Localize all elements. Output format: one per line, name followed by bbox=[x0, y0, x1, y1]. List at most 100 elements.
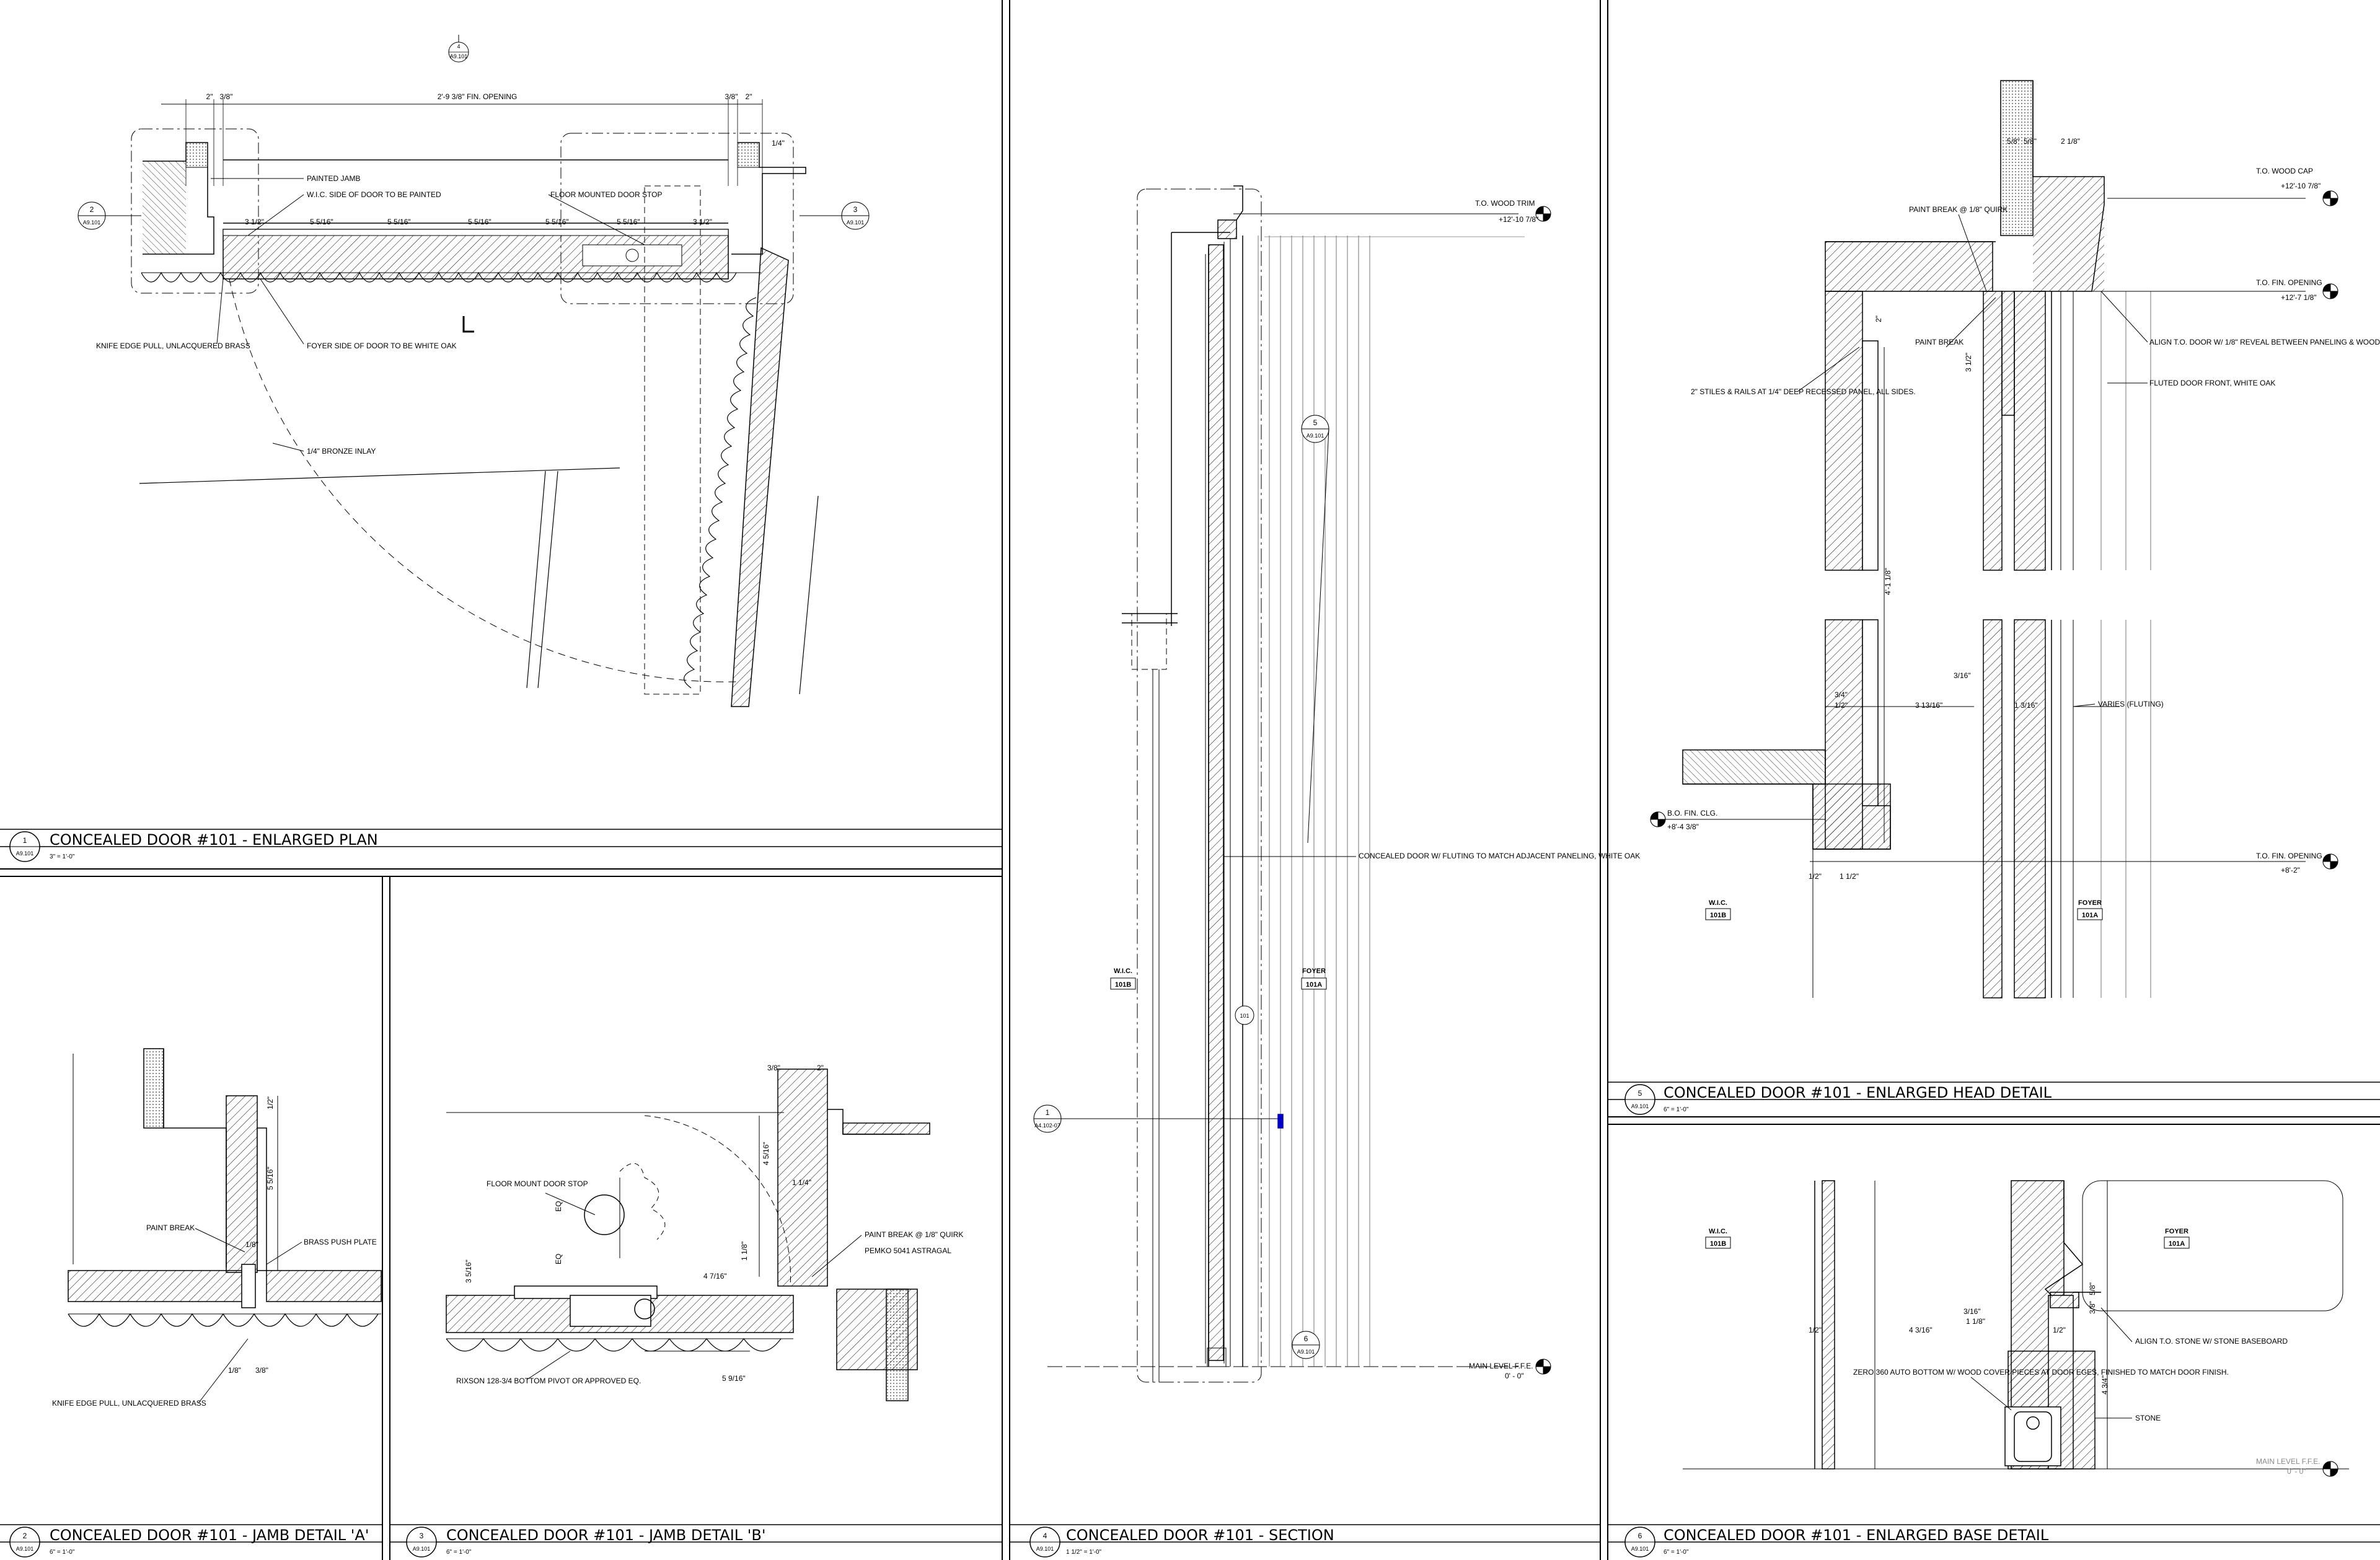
jamb-b-pivot: RIXSON 128-3/4 BOTTOM PIVOT OR APPROVED … bbox=[456, 1377, 641, 1385]
section-foyer-num: 101A bbox=[1306, 981, 1322, 989]
plan-top-ref-num: 4 bbox=[457, 43, 460, 50]
head-fluted: FLUTED DOOR FRONT, WHITE OAK bbox=[2149, 379, 2275, 387]
head-varies: VARIES (FLUTING) bbox=[2098, 700, 2164, 708]
head-dim-2: 2" bbox=[1874, 315, 1883, 322]
detail-5-number: 5 bbox=[1638, 1089, 1642, 1098]
jamb-a-knife-pull: KNIFE EDGE PULL, UNLACQUERED BRASS bbox=[52, 1399, 206, 1408]
jamb-b-dim-2: 2" bbox=[817, 1064, 824, 1072]
base-foyer: FOYER bbox=[2165, 1228, 2188, 1235]
plan-bronze-inlay: 1/4" BRONZE INLAY bbox=[307, 447, 376, 456]
base-main-level-el: 0' - 0" bbox=[2287, 1467, 2306, 1476]
detail-3-ref: A9.101 bbox=[413, 1546, 431, 1552]
title-block-3: 3 A9.101 CONCEALED DOOR #101 - JAMB DETA… bbox=[390, 1524, 1002, 1558]
plan-dim-5516-b: 5 5/16" bbox=[387, 218, 411, 226]
base-dim-38: 3/8" bbox=[2088, 1301, 2097, 1314]
title-block-4: 4 A9.101 CONCEALED DOOR #101 - SECTION 1… bbox=[1010, 1524, 1600, 1558]
plan-leaders bbox=[211, 178, 645, 452]
head-paint-break: PAINT BREAK bbox=[1915, 338, 1963, 346]
detail-6-number: 6 bbox=[1638, 1531, 1642, 1540]
head-dim-12b: 1/2" bbox=[1809, 872, 1822, 881]
head-dim-218: 2 1/8" bbox=[2061, 137, 2080, 146]
head-to-fin-open2: T.O. FIN. OPENING bbox=[2256, 852, 2322, 860]
plan-dim-5516-d: 5 5/16" bbox=[545, 218, 569, 226]
jamb-b-dim-5916: 5 9/16" bbox=[722, 1374, 746, 1383]
detail-5-scale: 6" = 1'-0" bbox=[1664, 1106, 1689, 1113]
section-text: T.O. WOOD TRIM +12'-10 7/8" MAIN LEVEL F… bbox=[1034, 199, 1640, 1380]
head-bo-fin-clg: B.O. FIN. CLG. bbox=[1667, 809, 1717, 817]
head-foyer-num: 101A bbox=[2082, 912, 2098, 919]
plan-right-bubble-ref: A9.101 bbox=[847, 219, 865, 226]
jamb-b-dim-4516: 4 5/16" bbox=[762, 1142, 770, 1165]
plan-dim-38-left: 3/8" bbox=[220, 92, 233, 101]
detail-5-title: CONCEALED DOOR #101 - ENLARGED HEAD DETA… bbox=[1664, 1084, 2052, 1101]
head-dim-58: 5/8" bbox=[2007, 137, 2020, 146]
head-stiles: 2" STILES & RAILS AT 1/4" DEEP RECESSED … bbox=[1691, 387, 1916, 396]
plan-dim-2-left: 2" bbox=[206, 92, 213, 101]
detail-2-title: CONCEALED DOOR #101 - JAMB DETAIL 'A' bbox=[50, 1527, 369, 1544]
base-stone: STONE bbox=[2135, 1414, 2161, 1422]
section-wic-num: 101B bbox=[1115, 981, 1131, 989]
detail-1-ref: A9.101 bbox=[16, 850, 34, 857]
jamb-b-floor-stop: FLOOR MOUNT DOOR STOP bbox=[487, 1179, 588, 1188]
jamb-b-text: FLOOR MOUNT DOOR STOP EQ EQ PAINT BREAK … bbox=[456, 1064, 963, 1385]
head-dim-3316: 3/16" bbox=[1954, 671, 1971, 680]
head-dim-1316: 1 3/16" bbox=[2014, 701, 2038, 710]
head-to-fin-open-el: +12'-7 1/8" bbox=[2281, 293, 2317, 302]
section-main-level: MAIN LEVEL F.F.E. bbox=[1469, 1362, 1533, 1370]
head-to-wood-cap-el: +12'-10 7/8" bbox=[2281, 182, 2320, 190]
head-dim-34: 3/4" bbox=[1835, 690, 1848, 699]
detail-4-number: 4 bbox=[1043, 1531, 1047, 1540]
plan-dim-5516-e: 5 5/16" bbox=[617, 218, 640, 226]
plan-right-bubble-num: 3 bbox=[853, 205, 858, 214]
base-drawing bbox=[1683, 1180, 2349, 1470]
jamb-b-paint-break: PAINT BREAK @ 1/8" QUIRK bbox=[865, 1230, 963, 1239]
title-block-5: 5 A9.101 CONCEALED DOOR #101 - ENLARGED … bbox=[1608, 1082, 2380, 1115]
section-symbols bbox=[1033, 206, 1551, 1375]
head-dim-312: 3 1/2" bbox=[1964, 353, 1973, 372]
jamb-b-dim-38: 3/8" bbox=[767, 1064, 780, 1072]
section-wood-trim: T.O. WOOD TRIM bbox=[1475, 199, 1535, 208]
jamb-a-dim-18: 1/8" bbox=[245, 1240, 258, 1249]
plan-dim-2-right: 2" bbox=[746, 92, 752, 101]
section-door-tag: 101 bbox=[1240, 1013, 1249, 1019]
base-align-stone: ALIGN T.O. STONE W/ STONE BASEBOARD bbox=[2135, 1337, 2288, 1346]
base-dim-434: 4 3/4" bbox=[2100, 1375, 2109, 1395]
head-paint-break-quirk: PAINT BREAK @ 1/8" QUIRK bbox=[1909, 205, 2008, 214]
base-dim-4316: 4 3/16" bbox=[1909, 1326, 1933, 1334]
plan-dim-14: 1/4" bbox=[772, 139, 785, 148]
section-ref-1-num: 1 bbox=[1046, 1108, 1050, 1117]
head-foyer: FOYER bbox=[2078, 899, 2102, 907]
head-wic: W.I.C. bbox=[1709, 899, 1727, 907]
title-block-1: 1 A9.101 CONCEALED DOOR #101 - ENLARGED … bbox=[0, 829, 1002, 862]
base-dim-18: 1 1/8" bbox=[1966, 1317, 1985, 1326]
base-wic-num: 101B bbox=[1710, 1240, 1726, 1248]
head-to-wood-cap: T.O. WOOD CAP bbox=[2256, 167, 2313, 175]
jamb-a-dim-5516: 5 5/16" bbox=[266, 1166, 275, 1190]
jamb-b-eq-2: EQ bbox=[554, 1254, 563, 1264]
detail-2-number: 2 bbox=[23, 1531, 27, 1540]
plan-knife-pull: KNIFE EDGE PULL, UNLACQUERED BRASS bbox=[96, 342, 250, 350]
plan-wic-side: W.I.C. SIDE OF DOOR TO BE PAINTED bbox=[307, 190, 441, 199]
detail-4-ref: A9.101 bbox=[1036, 1546, 1054, 1552]
jamb-a-drawing bbox=[68, 1048, 382, 1327]
detail-6-ref: A9.101 bbox=[1631, 1546, 1649, 1552]
head-symbols bbox=[1650, 190, 2338, 920]
plan-left-bubble-num: 2 bbox=[90, 205, 94, 214]
head-wic-num: 101B bbox=[1710, 912, 1726, 919]
plan-bubbles bbox=[77, 201, 870, 230]
jamb-a-dim-38: 3/8" bbox=[255, 1366, 268, 1375]
jamb-a-dim-12: 1/2" bbox=[266, 1096, 275, 1109]
head-dim-112: 1 1/2" bbox=[1840, 872, 1859, 881]
base-zero-note: ZERO 360 AUTO BOTTOM W/ WOOD COVER PIECE… bbox=[1853, 1368, 2229, 1377]
detail-2-ref: A9.101 bbox=[16, 1546, 34, 1552]
section-foyer: FOYER bbox=[1302, 967, 1326, 975]
plan-painted-jamb: PAINTED JAMB bbox=[307, 174, 360, 183]
detail-6-title: CONCEALED DOOR #101 - ENLARGED BASE DETA… bbox=[1664, 1527, 2049, 1544]
base-symbols bbox=[1705, 1236, 2338, 1477]
section-ref-1-sheet: A4.102-07 bbox=[1034, 1122, 1060, 1129]
plan-foyer-side: FOYER SIDE OF DOOR TO BE WHITE OAK bbox=[307, 342, 457, 350]
detail-4-title: CONCEALED DOOR #101 - SECTION bbox=[1066, 1527, 1334, 1544]
jamb-b-dim-3516: 3 5/16" bbox=[464, 1259, 473, 1283]
jamb-a-text: PAINT BREAK BRASS PUSH PLATE KNIFE EDGE … bbox=[52, 1096, 377, 1408]
head-dim-3316b: 3 13/16" bbox=[1915, 701, 1942, 710]
